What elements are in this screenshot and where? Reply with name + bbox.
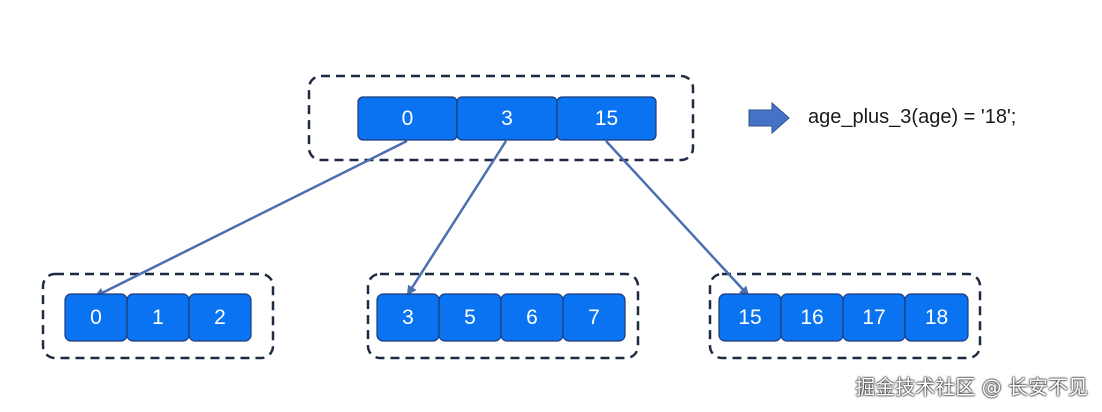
- tree-edges: [94, 139, 750, 298]
- leaf-key-cell: 16: [780, 293, 844, 342]
- leaf-key-cell: 3: [376, 293, 440, 342]
- leaf-key-cell: 5: [438, 293, 502, 342]
- leaf-key-cell: 1: [126, 293, 190, 342]
- leaf-key-cell: 17: [842, 293, 906, 342]
- leaf-node-box-2: [366, 272, 640, 360]
- root-key-cell: 15: [556, 96, 657, 141]
- leaf-key-label: 3: [402, 306, 414, 329]
- leaf-key-cell: 2: [188, 293, 252, 342]
- root-key-label: 0: [402, 107, 414, 130]
- leaf-key-label: 15: [738, 306, 761, 329]
- leaf-key-cell: 18: [904, 293, 969, 342]
- query-annotation: age_plus_3(age) = '18';: [748, 101, 1016, 135]
- edge-root-15-to-leaf-3: [605, 140, 750, 297]
- edge-root-3-to-leaf-2: [406, 140, 508, 296]
- leaf-key-label: 16: [800, 306, 823, 329]
- root-key-cell: 0: [357, 96, 458, 141]
- leaf-key-label: 0: [90, 306, 102, 329]
- leaf-key-label: 7: [588, 306, 600, 329]
- leaf-node-3: 15 16 17 18: [718, 293, 969, 342]
- root-node-box: [307, 74, 695, 162]
- leaf-key-label: 1: [152, 306, 164, 329]
- leaf-key-label: 18: [925, 306, 948, 329]
- leaf-key-label: 2: [214, 306, 226, 329]
- leaf-node-box-3: [708, 272, 982, 360]
- leaf-node-box-1: [41, 272, 275, 360]
- leaf-key-label: 5: [464, 306, 476, 329]
- root-node: 0 3 15: [357, 96, 657, 141]
- leaf-key-label: 17: [862, 306, 885, 329]
- leaf-key-label: 6: [526, 306, 538, 329]
- root-key-label: 3: [501, 107, 513, 130]
- right-arrow-icon: [748, 101, 790, 135]
- leaf-key-cell: 0: [64, 293, 128, 342]
- query-text: age_plus_3(age) = '18';: [808, 106, 1016, 128]
- leaf-key-cell: 7: [562, 293, 626, 342]
- root-key-cell: 3: [456, 96, 558, 141]
- edge-root-0-to-leaf-1: [94, 139, 408, 298]
- leaf-key-cell: 15: [718, 293, 782, 342]
- leaf-key-cell: 6: [500, 293, 564, 342]
- root-key-label: 15: [595, 107, 618, 130]
- leaf-node-1: 0 1 2: [64, 293, 252, 342]
- watermark: 掘金技术社区 @ 长安不见: [855, 375, 1088, 399]
- leaf-node-2: 3 5 6 7: [376, 293, 626, 342]
